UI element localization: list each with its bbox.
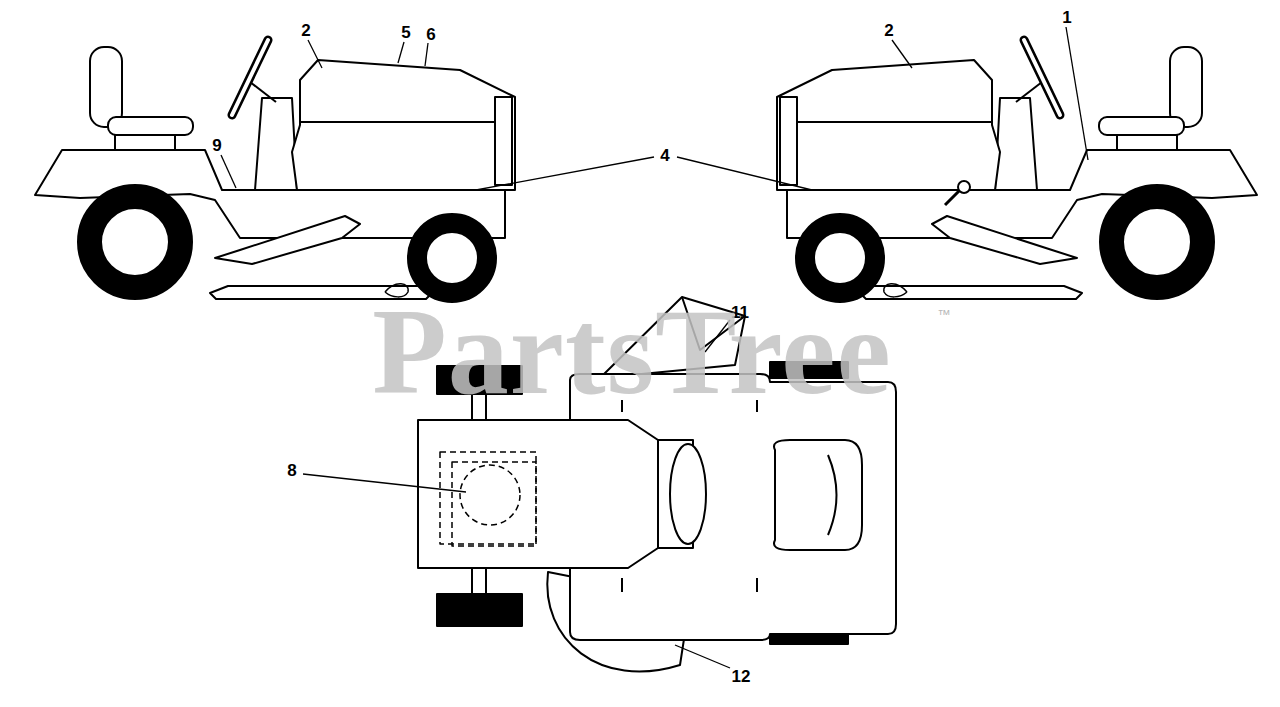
callout-number: 5: [401, 24, 410, 41]
callout-number: 2: [884, 22, 893, 39]
callout-number: 6: [426, 26, 435, 43]
callout-number: 12: [732, 668, 751, 685]
callout-number: 8: [287, 462, 296, 479]
callout-number: 2: [301, 22, 310, 39]
callout-number: 4: [660, 147, 669, 164]
callout-number: 9: [212, 137, 221, 154]
callout-number: 1: [1062, 9, 1071, 26]
watermark: PartsTree: [372, 291, 891, 413]
trademark-mark: ™: [938, 308, 951, 321]
